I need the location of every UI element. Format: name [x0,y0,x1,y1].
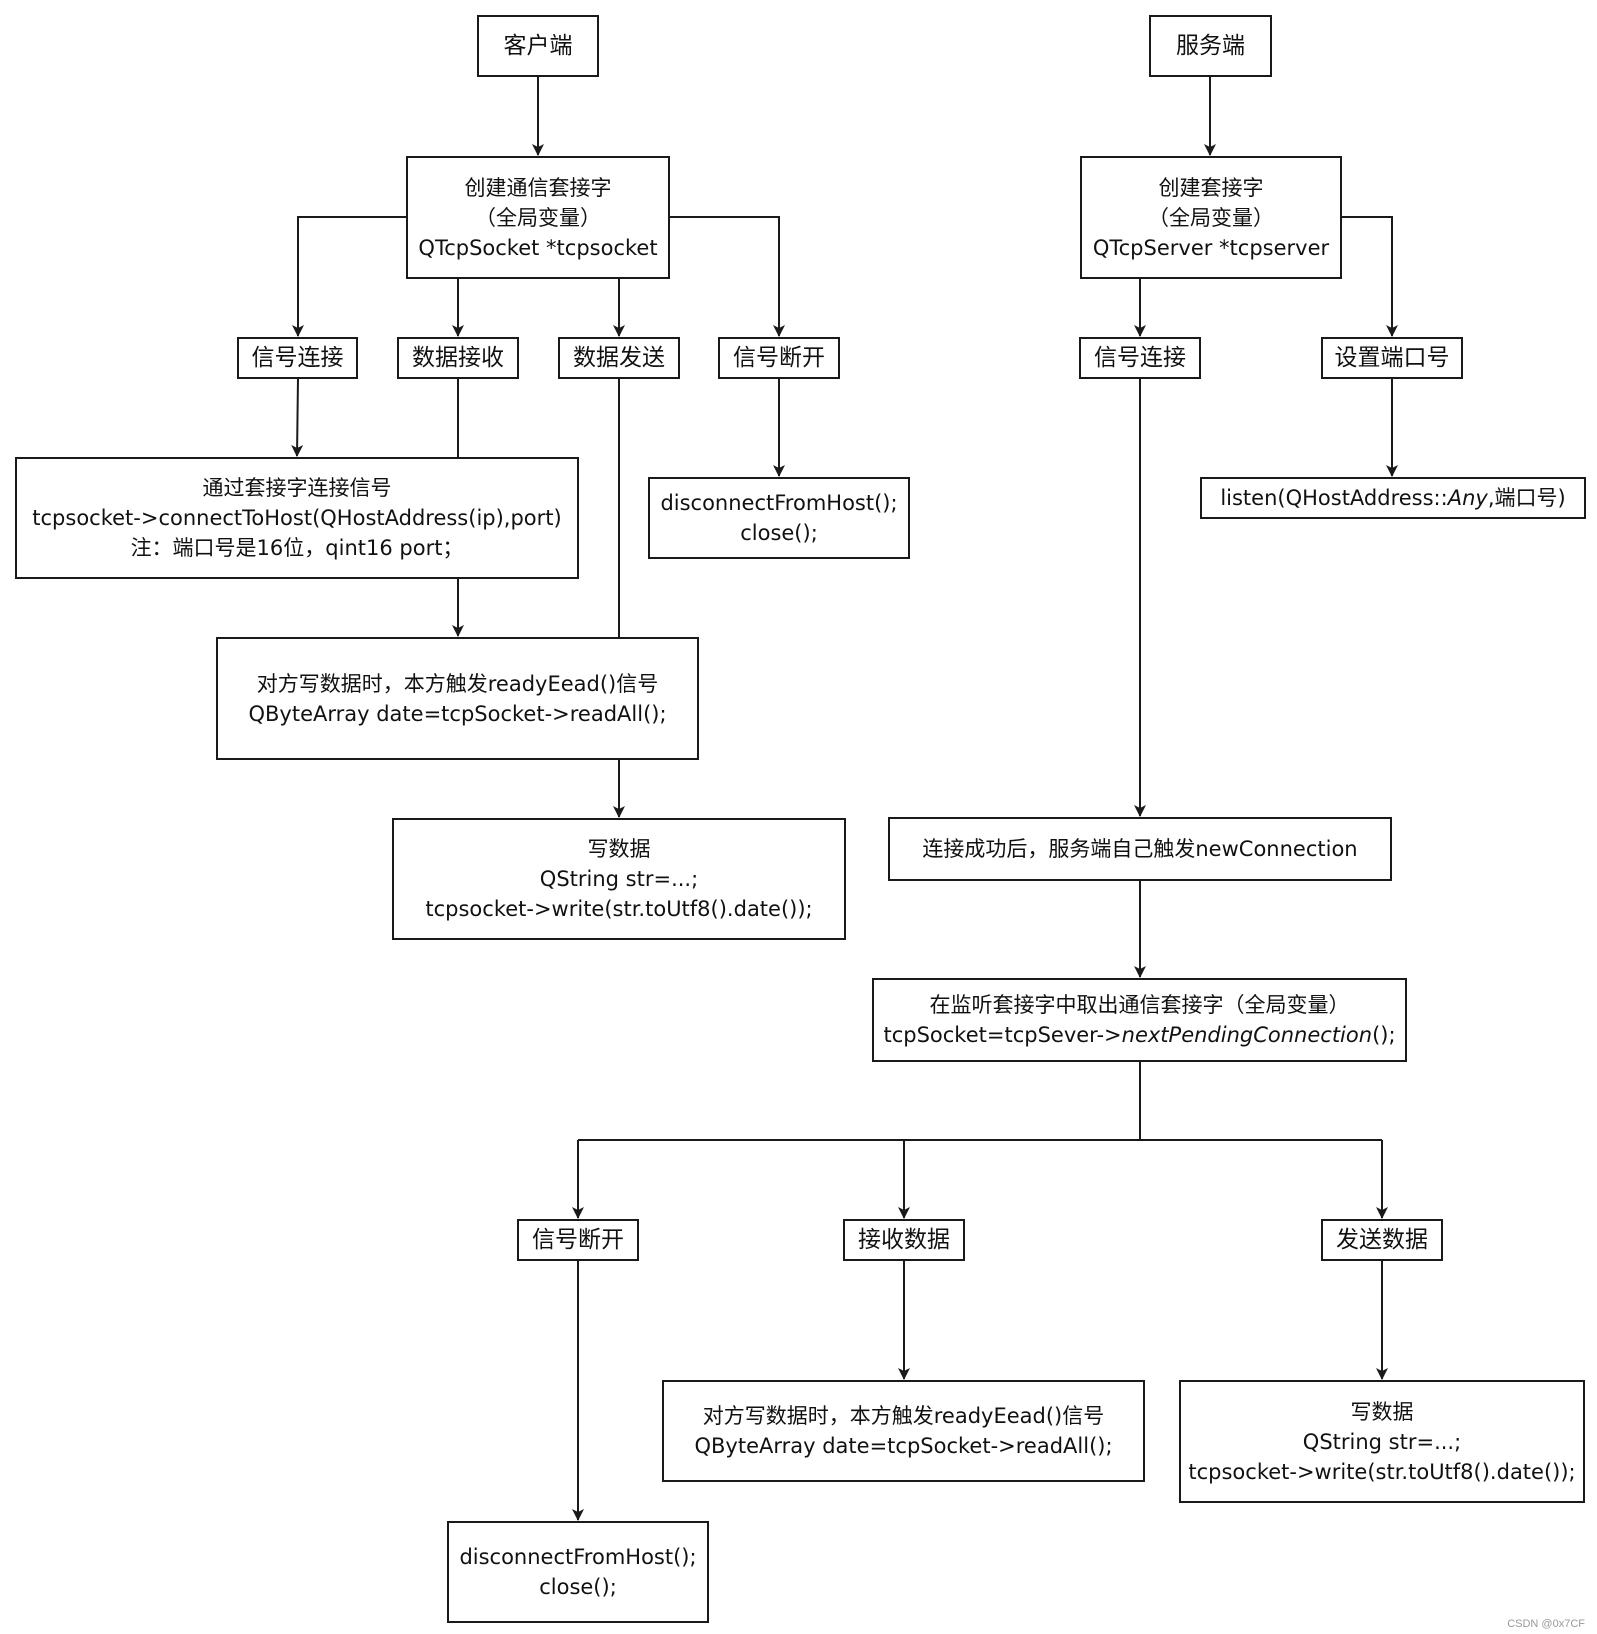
listen-prefix: listen(QHostAddress:: [1220,486,1448,510]
server-title: 服务端 [1149,15,1272,77]
server-signal-disconnect: 信号断开 [517,1219,639,1261]
server-listen-box: listen(QHostAddress::Any,端口号) [1200,477,1586,519]
edge-create-to-signal-disconnect [669,216,785,337]
take-suffix: (); [1372,1023,1396,1047]
client-signal-disconnect: 信号断开 [718,337,840,379]
client-signal-connect: 信号连接 [237,337,358,379]
server-write-box: 写数据 QString str=...; tcpsocket->write(st… [1179,1380,1585,1503]
client-data-receive: 数据接收 [397,337,519,379]
take-prefix: tcpSocket=tcpSever-> [883,1023,1122,1047]
client-connect-box: 通过套接字连接信号 tcpsocket->connectToHost(QHost… [15,457,579,579]
listen-any: Any [1447,486,1488,510]
server-set-port: 设置端口号 [1321,337,1463,379]
watermark: CSDN @0x7CF [1507,1618,1585,1630]
client-create-socket: 创建通信套接字 （全局变量） QTcpSocket *tcpsocket [406,156,670,279]
edge-create-to-signal-connect [292,216,407,337]
client-data-send: 数据发送 [558,337,680,379]
take-italic: nextPendingConnection [1121,1023,1373,1047]
server-read-box: 对方写数据时，本方触发readyEead()信号 QByteArray date… [662,1380,1145,1482]
client-read-box: 对方写数据时，本方触发readyEead()信号 QByteArray date… [216,637,699,760]
client-write-box: 写数据 QString str=...; tcpsocket->write(st… [392,818,846,940]
server-create-socket: 创建套接字 （全局变量） QTcpServer *tcpserver [1080,156,1342,279]
server-disconnect-box: disconnectFromHost(); close(); [447,1521,709,1623]
server-new-connection: 连接成功后，服务端自己触发newConnection [888,817,1392,881]
server-take-socket: 在监听套接字中取出通信套接字（全局变量） tcpSocket=tcpSever-… [872,978,1407,1062]
client-disconnect-box: disconnectFromHost(); close(); [648,477,910,559]
server-signal-connect: 信号连接 [1079,337,1201,379]
edge-signal-connect-to-connect-box [291,377,304,457]
edge-server-create-to-set-port [1341,216,1398,337]
server-send-data: 发送数据 [1321,1219,1443,1261]
listen-suffix: ,端口号) [1487,486,1566,510]
server-receive-data: 接收数据 [843,1219,965,1261]
client-title: 客户端 [477,15,599,77]
